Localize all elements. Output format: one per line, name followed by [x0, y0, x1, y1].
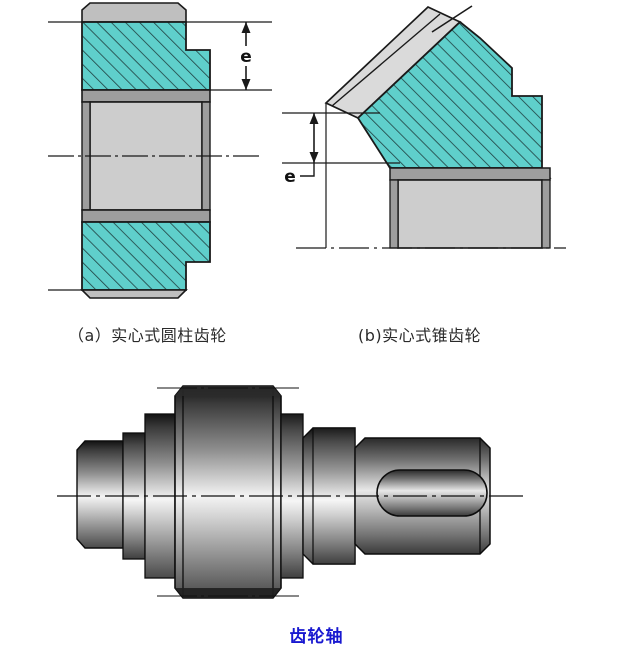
bevel-dimension-e-label: e — [284, 167, 296, 187]
spur-upper-hatched-body — [81, 21, 211, 91]
spur-lower-hub-band — [81, 209, 211, 223]
bevel-e-reference-lines — [282, 112, 400, 164]
spur-top-rim — [81, 2, 187, 23]
figure-solid-bevel-gear: e — [280, 0, 570, 275]
spur-e-lower-reference-line — [48, 89, 272, 291]
spur-upper-hub-band — [81, 89, 211, 103]
spur-dimension-e-label: e — [240, 47, 252, 67]
shaft-keyway-slot — [376, 469, 488, 517]
caption-gear-shaft: 齿轮轴 — [289, 627, 344, 647]
bevel-pitch-line-tick — [431, 5, 473, 33]
spur-bottom-rim — [80, 289, 188, 299]
spur-lower-hatched-body — [81, 221, 211, 291]
figure-solid-spur-gear: e — [48, 0, 290, 300]
bevel-hatched-body — [356, 20, 543, 169]
shaft-left-end-collar — [76, 440, 124, 549]
bevel-bore — [389, 179, 551, 249]
caption-solid-bevel-gear: (b)实心式锥齿轮 — [358, 326, 482, 345]
shaft-gear-reference-lines — [157, 387, 299, 597]
bevel-dimension-e: e — [284, 113, 319, 187]
spur-dimension-e: e — [236, 22, 256, 90]
caption-solid-spur-gear: （a）实心式圆柱齿轮 — [68, 326, 227, 345]
bevel-hub-band — [388, 167, 552, 181]
shaft-gear-body — [174, 385, 282, 599]
figure-gear-shaft — [55, 378, 575, 613]
